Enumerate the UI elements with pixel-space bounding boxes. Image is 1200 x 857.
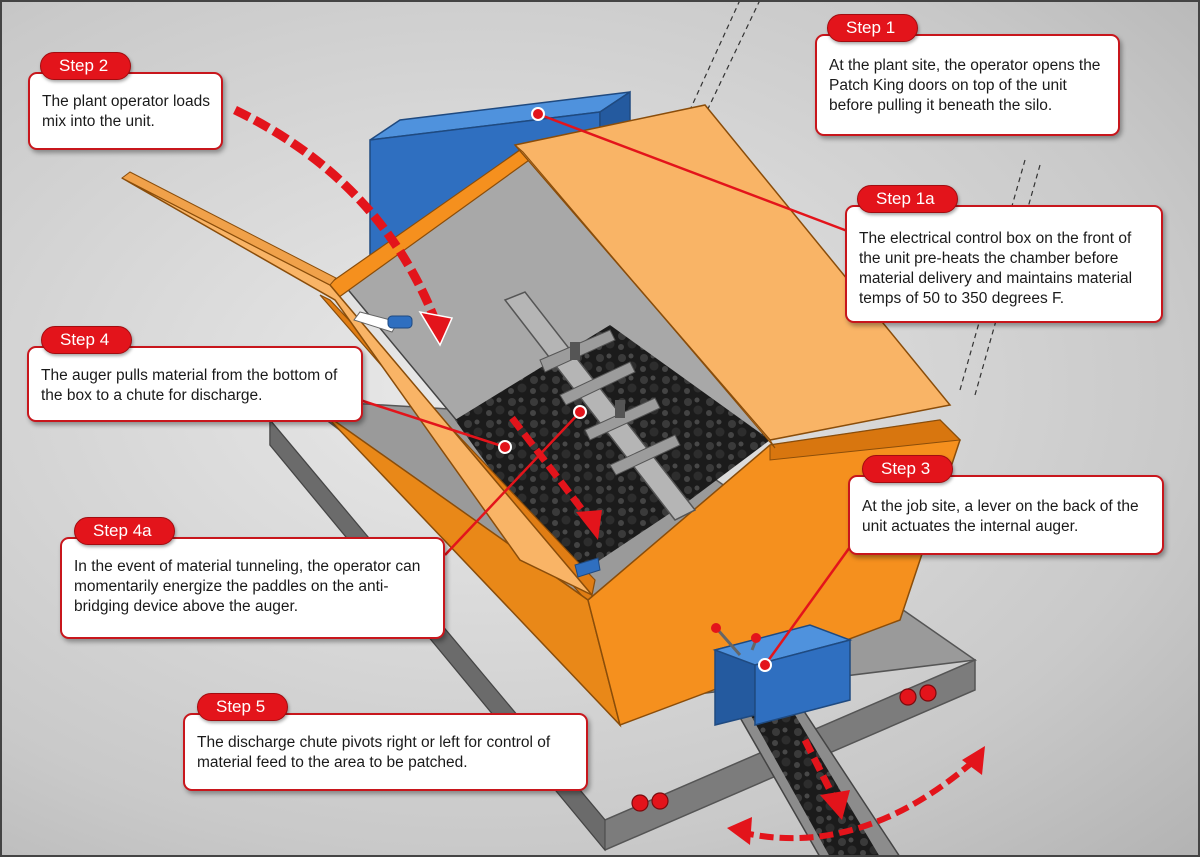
step-4-label: Step 4 xyxy=(41,326,133,354)
flow-arrows xyxy=(233,105,985,845)
tail-lights xyxy=(631,684,937,812)
discharge-chute xyxy=(711,623,901,857)
step-1-label: Step 1 xyxy=(827,14,919,42)
step-1a-label: Step 1a xyxy=(857,185,958,213)
right-door xyxy=(513,104,952,449)
step-3-text: At the job site, a lever on the back of … xyxy=(848,475,1164,555)
auger-assembly xyxy=(353,291,697,578)
step-2-label: Step 2 xyxy=(40,52,132,80)
step-5-text: The discharge chute pivots right or left… xyxy=(183,713,588,791)
step-3-label: Step 3 xyxy=(862,455,954,483)
step-1a-text: The electrical control box on the front … xyxy=(845,205,1163,323)
left-door xyxy=(121,171,593,596)
step-4a-label: Step 4a xyxy=(74,517,175,545)
step-2-text: The plant operator loads mix into the un… xyxy=(28,72,223,150)
leader-lines xyxy=(359,107,857,672)
step-4-text: The auger pulls material from the bottom… xyxy=(27,346,363,422)
step-5-label: Step 5 xyxy=(197,693,289,721)
step-4a-text: In the event of material tunneling, the … xyxy=(60,537,445,639)
step-1-text: At the plant site, the operator opens th… xyxy=(815,34,1120,136)
